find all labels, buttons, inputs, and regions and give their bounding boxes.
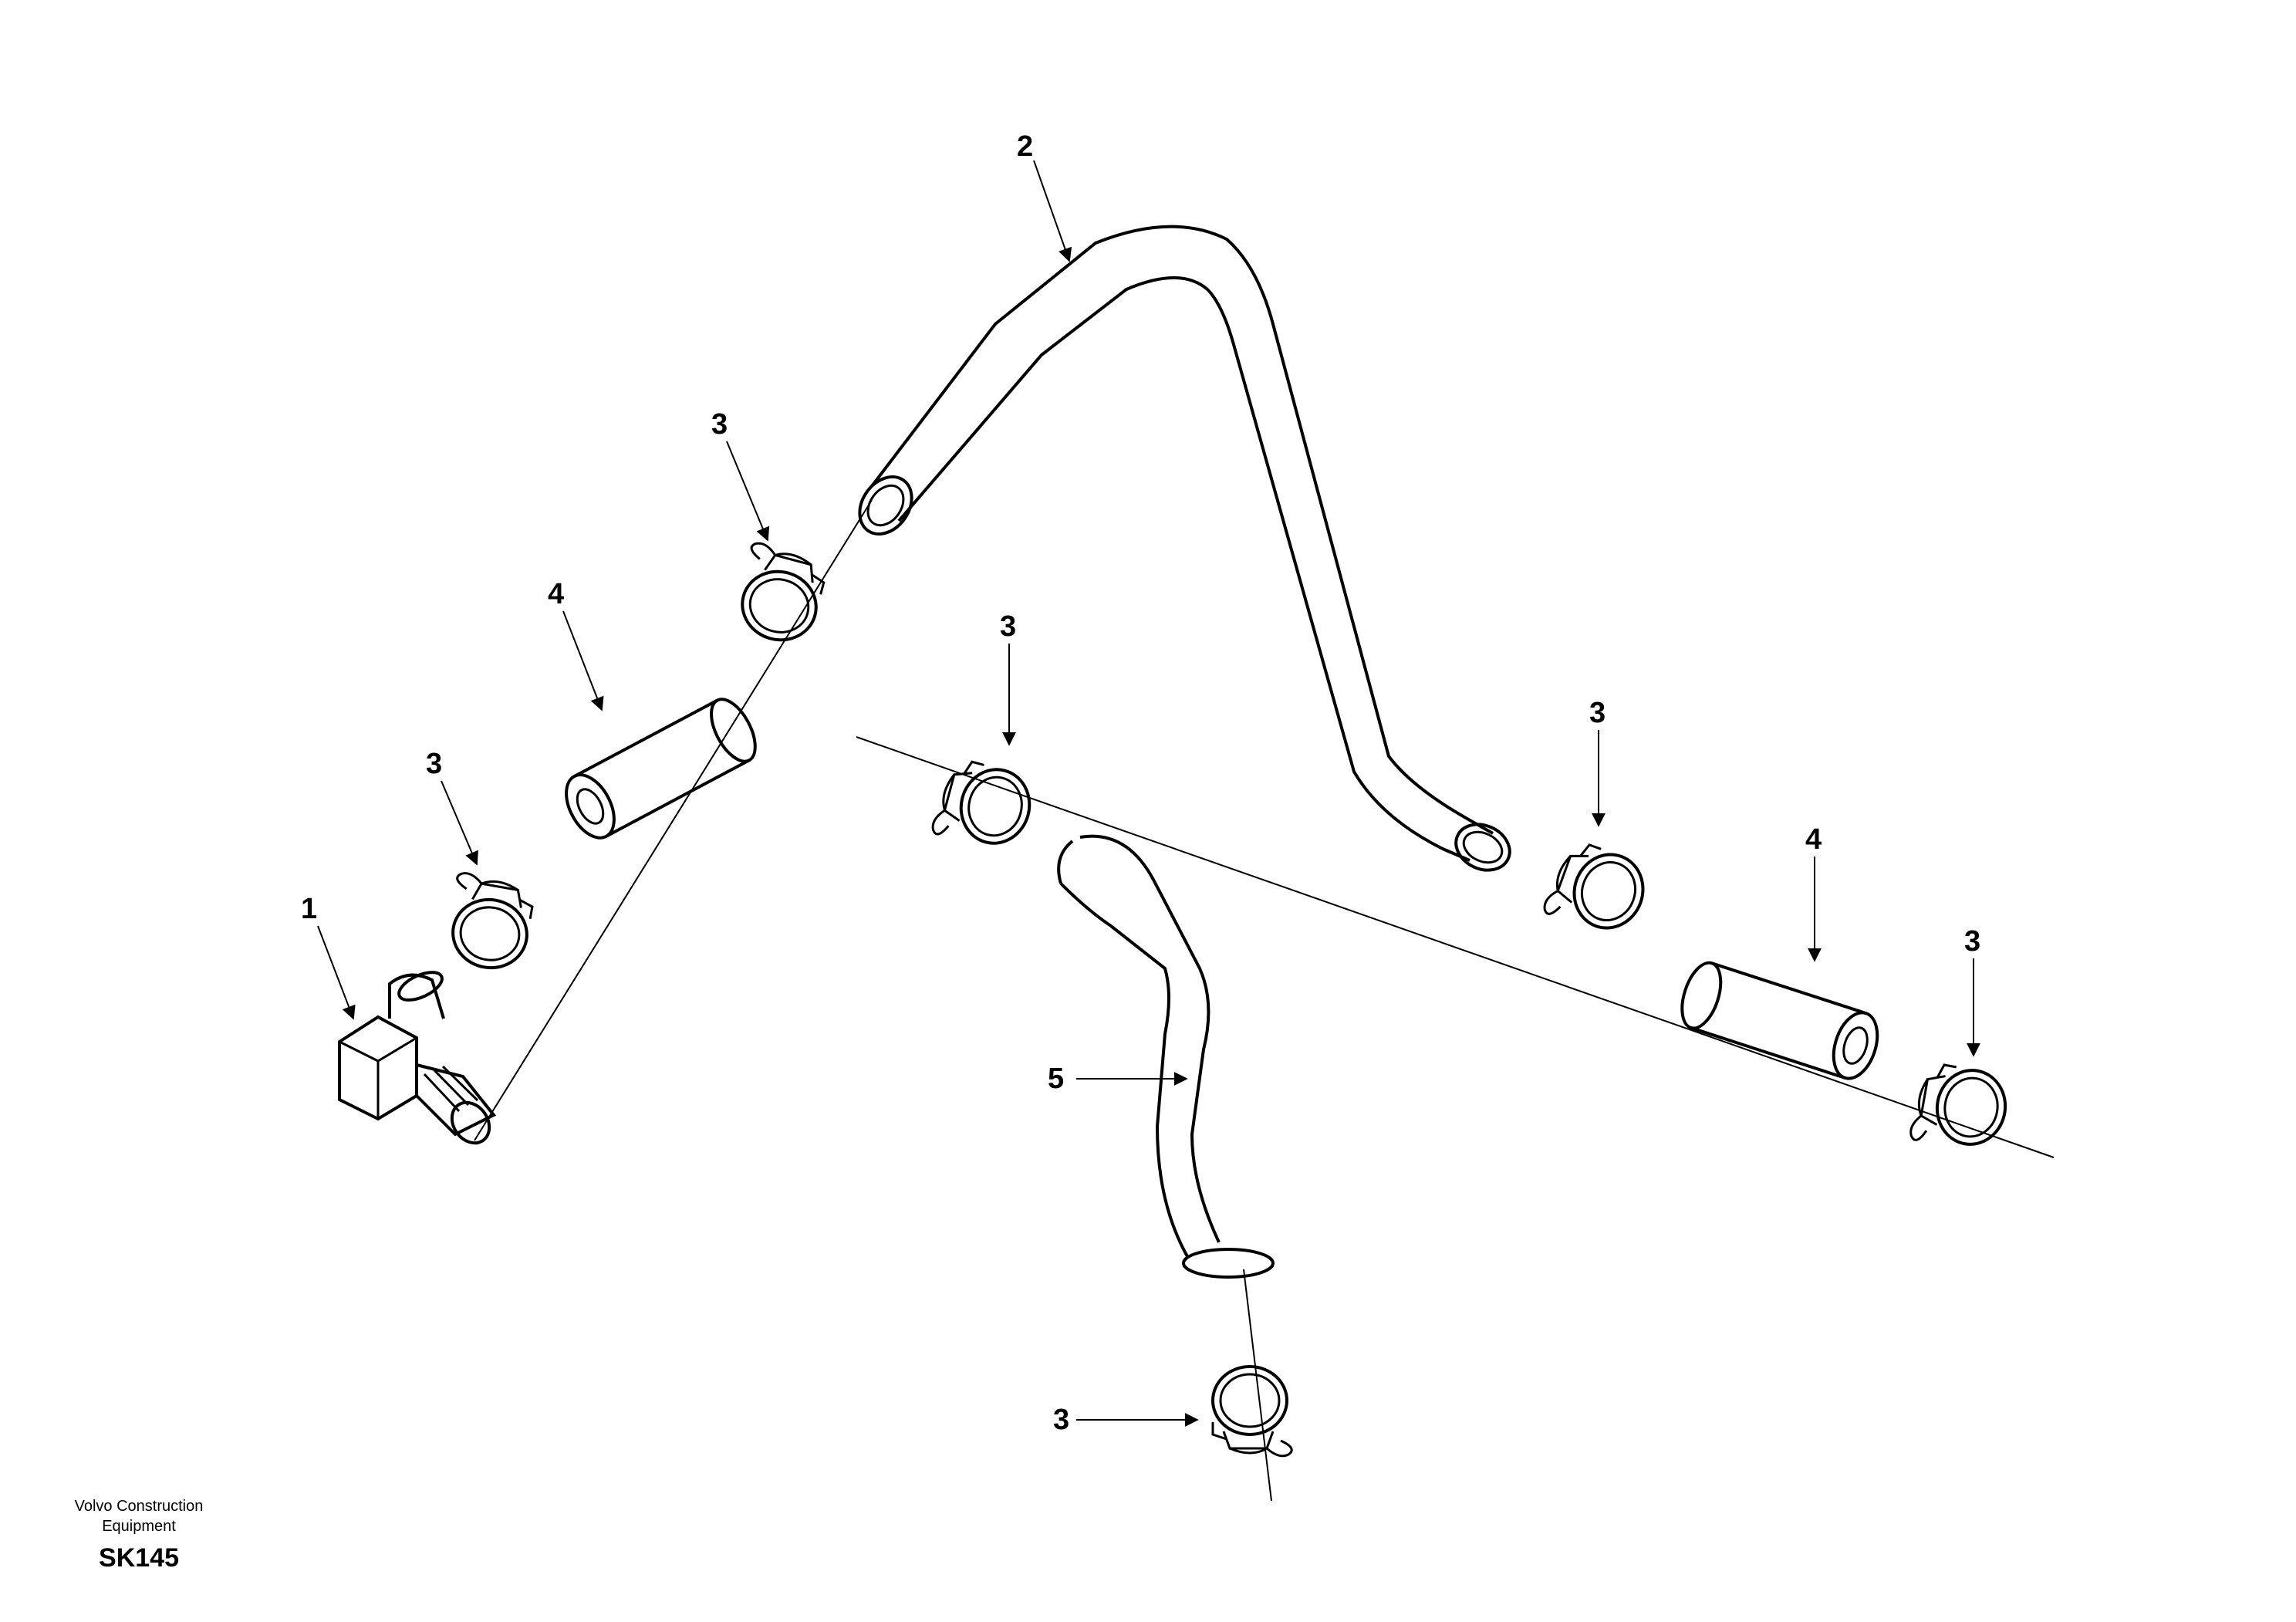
clamp-lower-left (441, 870, 538, 975)
callout-3-clamp-far-right: 3 (1964, 925, 1980, 958)
callout-3-clamp-lower-left: 3 (426, 748, 442, 780)
assembly-axes (474, 499, 2055, 1502)
clamp-right-mid (1540, 836, 1655, 944)
callout-leaders (317, 160, 1980, 1427)
callout-3-clamp-upper-left: 3 (711, 408, 728, 441)
callout-4-sleeve-left: 4 (548, 578, 564, 610)
sleeve-left (556, 692, 764, 846)
callout-5-short-hose: 5 (1048, 1063, 1064, 1095)
clamp-bottom (1211, 1365, 1294, 1458)
callout-2-bent-hose: 2 (1017, 130, 1033, 163)
bent-hose (858, 225, 1511, 872)
sheet-code: SK145 (99, 1543, 179, 1573)
clamp-upper-left (728, 539, 831, 650)
callout-3-clamp-right-mid: 3 (1589, 697, 1606, 729)
callout-3-clamp-bottom: 3 (1053, 1404, 1069, 1436)
brand-line-2: Equipment (102, 1518, 176, 1535)
clamp-center-top (929, 755, 1039, 857)
elbow-fitting (338, 971, 497, 1145)
sleeve-right (1673, 956, 1887, 1086)
brand-line-1: Volvo Construction (75, 1498, 204, 1515)
clamp-far-right (1907, 1059, 2013, 1157)
callout-4-sleeve-right: 4 (1805, 823, 1822, 856)
callout-1-fitting: 1 (301, 893, 317, 925)
short-bent-hose (1057, 834, 1275, 1279)
callout-3-clamp-center-top: 3 (1000, 610, 1016, 643)
